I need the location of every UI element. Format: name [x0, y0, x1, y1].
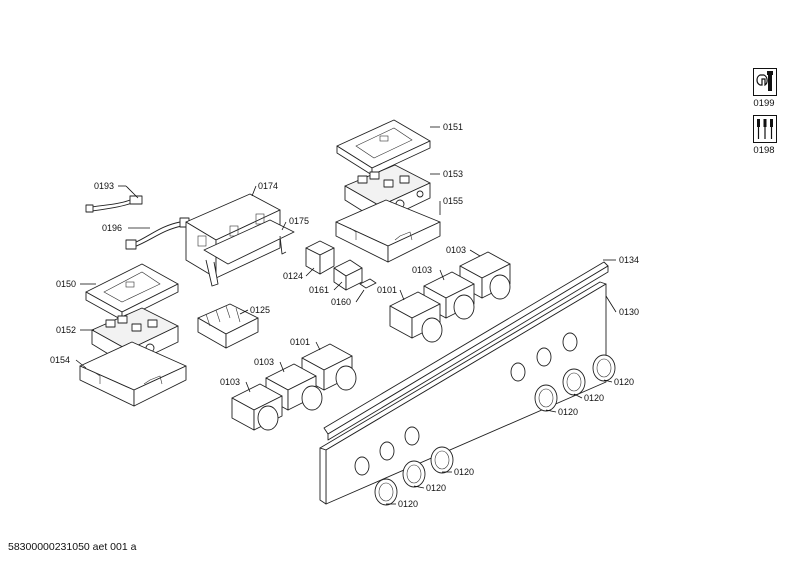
label-0153: 0153: [443, 169, 463, 179]
label-0101-upper: 0101: [377, 285, 397, 295]
part-0160-pin: [359, 278, 377, 289]
label-0103-lower-2: 0103: [220, 377, 240, 387]
tool-0199-label: 0199: [753, 98, 775, 109]
wrench-icon: [756, 71, 773, 91]
part-0130-control-panel: [319, 281, 607, 505]
part-0103-valve-lower-2: [231, 383, 283, 431]
part-0196-cable: [125, 217, 190, 250]
label-0196: 0196: [102, 223, 122, 233]
part-0154-base-housing: [79, 341, 187, 407]
label-0150: 0150: [56, 279, 76, 289]
part-0134-rail: [323, 261, 609, 441]
label-0130: 0130: [619, 307, 639, 317]
part-0124-relay: [305, 240, 335, 275]
label-0120-left-3: 0120: [398, 499, 418, 509]
label-0161: 0161: [309, 285, 329, 295]
label-0120-right-3: 0120: [558, 407, 578, 417]
part-0120-ring-right-3: [534, 384, 558, 412]
screwdriver-set-icon: [757, 119, 773, 139]
part-0161-clip: [333, 259, 363, 291]
label-0124: 0124: [283, 271, 303, 281]
label-0101-lower: 0101: [290, 337, 310, 347]
tool-0198-box[interactable]: [753, 115, 777, 143]
part-labels: 0151 0153 0155 0193 0174 0196 0175 0124 …: [50, 122, 639, 509]
label-0125: 0125: [250, 305, 270, 315]
part-0120-ring-left-1: [430, 446, 454, 474]
label-0103-upper-1: 0103: [446, 245, 466, 255]
label-0151: 0151: [443, 122, 463, 132]
part-0125-terminal-block: [197, 303, 259, 349]
label-0103-lower-1: 0103: [254, 357, 274, 367]
tool-0199-box[interactable]: [753, 68, 777, 96]
label-0120-right-2: 0120: [584, 393, 604, 403]
part-0175-bracket: [203, 219, 295, 287]
label-0120-left-1: 0120: [454, 467, 474, 477]
label-0120-right-1: 0120: [614, 377, 634, 387]
part-0103-valve-upper-1: [459, 251, 511, 300]
label-0155: 0155: [443, 196, 463, 206]
part-0120-ring-left-3: [374, 478, 398, 506]
label-0154: 0154: [50, 355, 70, 365]
leader-lines: [75, 126, 617, 505]
part-0150-cover-tray: [85, 263, 179, 321]
label-0120-left-2: 0120: [426, 483, 446, 493]
label-0193: 0193: [94, 181, 114, 191]
document-id: 58300000231050 aet 001 a: [8, 541, 137, 553]
part-0120-ring-right-1: [592, 354, 616, 382]
part-0155-base-housing: [335, 199, 441, 263]
part-0101-valve-lower: [301, 343, 357, 391]
label-0152: 0152: [56, 325, 76, 335]
part-0101-valve-upper: [389, 291, 443, 343]
label-0174: 0174: [258, 181, 278, 191]
part-0193-cable: [85, 195, 143, 213]
part-0120-ring-right-2: [562, 368, 586, 396]
label-0103-upper-2: 0103: [412, 265, 432, 275]
part-0151-cover-tray: [336, 119, 431, 176]
label-0134: 0134: [619, 255, 639, 265]
part-0120-ring-left-2: [402, 460, 426, 488]
tool-0198-label: 0198: [753, 145, 775, 156]
label-0160: 0160: [331, 297, 351, 307]
label-0175: 0175: [289, 216, 309, 226]
